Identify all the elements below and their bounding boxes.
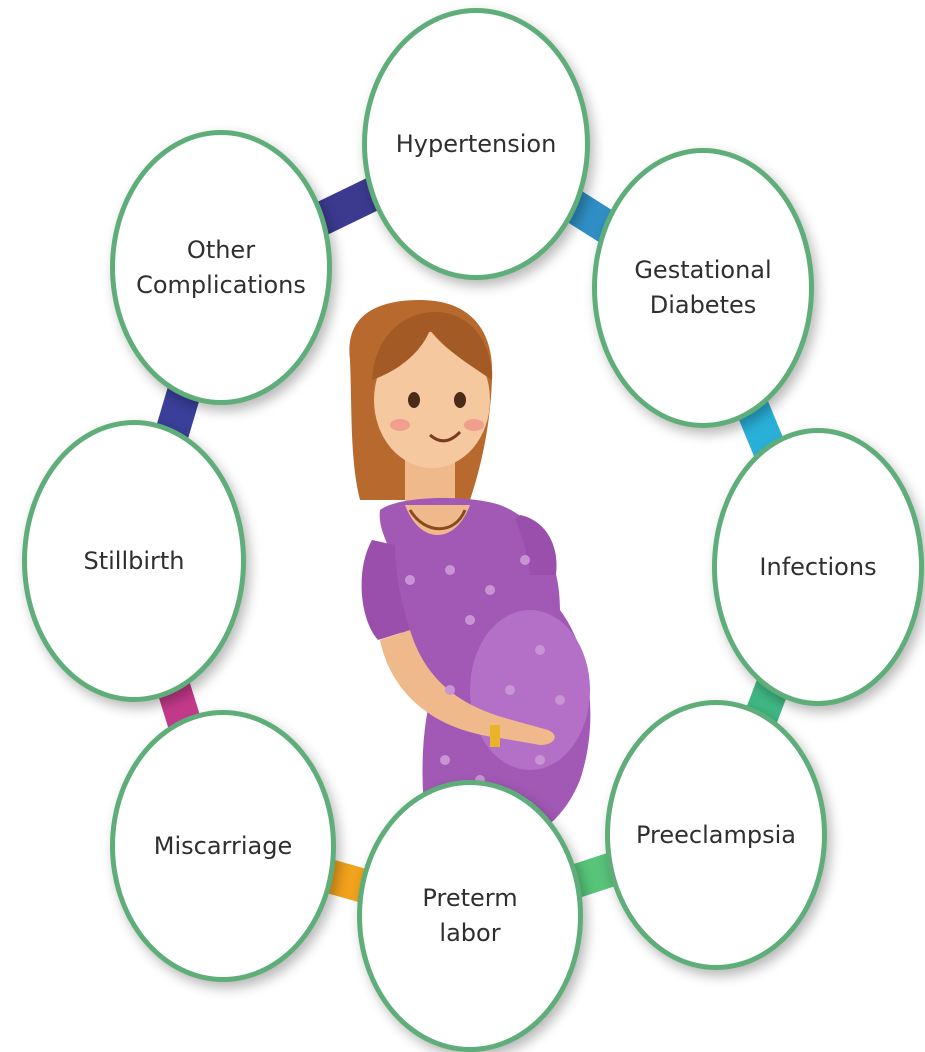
complication-node-preeclampsia: Preeclampsia: [605, 700, 827, 970]
complication-node-miscarriage: Miscarriage: [110, 710, 336, 982]
complication-label: Miscarriage: [140, 829, 306, 864]
complication-label: Hypertension: [382, 127, 571, 162]
complication-node-gestational-diabetes: Gestational Diabetes: [592, 148, 814, 428]
pregnant-woman-illustration: [349, 300, 590, 850]
complication-label: Infections: [745, 550, 890, 585]
complication-label: Other Complications: [122, 233, 320, 303]
complication-label: Preterm labor: [408, 881, 531, 951]
complication-label: Preeclampsia: [622, 818, 810, 853]
complication-node-stillbirth: Stillbirth: [22, 420, 246, 702]
complication-label: Stillbirth: [69, 544, 198, 579]
complication-node-infections: Infections: [712, 428, 924, 706]
complication-node-other-complications: Other Complications: [110, 130, 332, 405]
complication-label: Gestational Diabetes: [620, 253, 785, 323]
complication-node-preterm-labor: Preterm labor: [357, 780, 583, 1052]
complication-node-hypertension: Hypertension: [362, 8, 590, 280]
